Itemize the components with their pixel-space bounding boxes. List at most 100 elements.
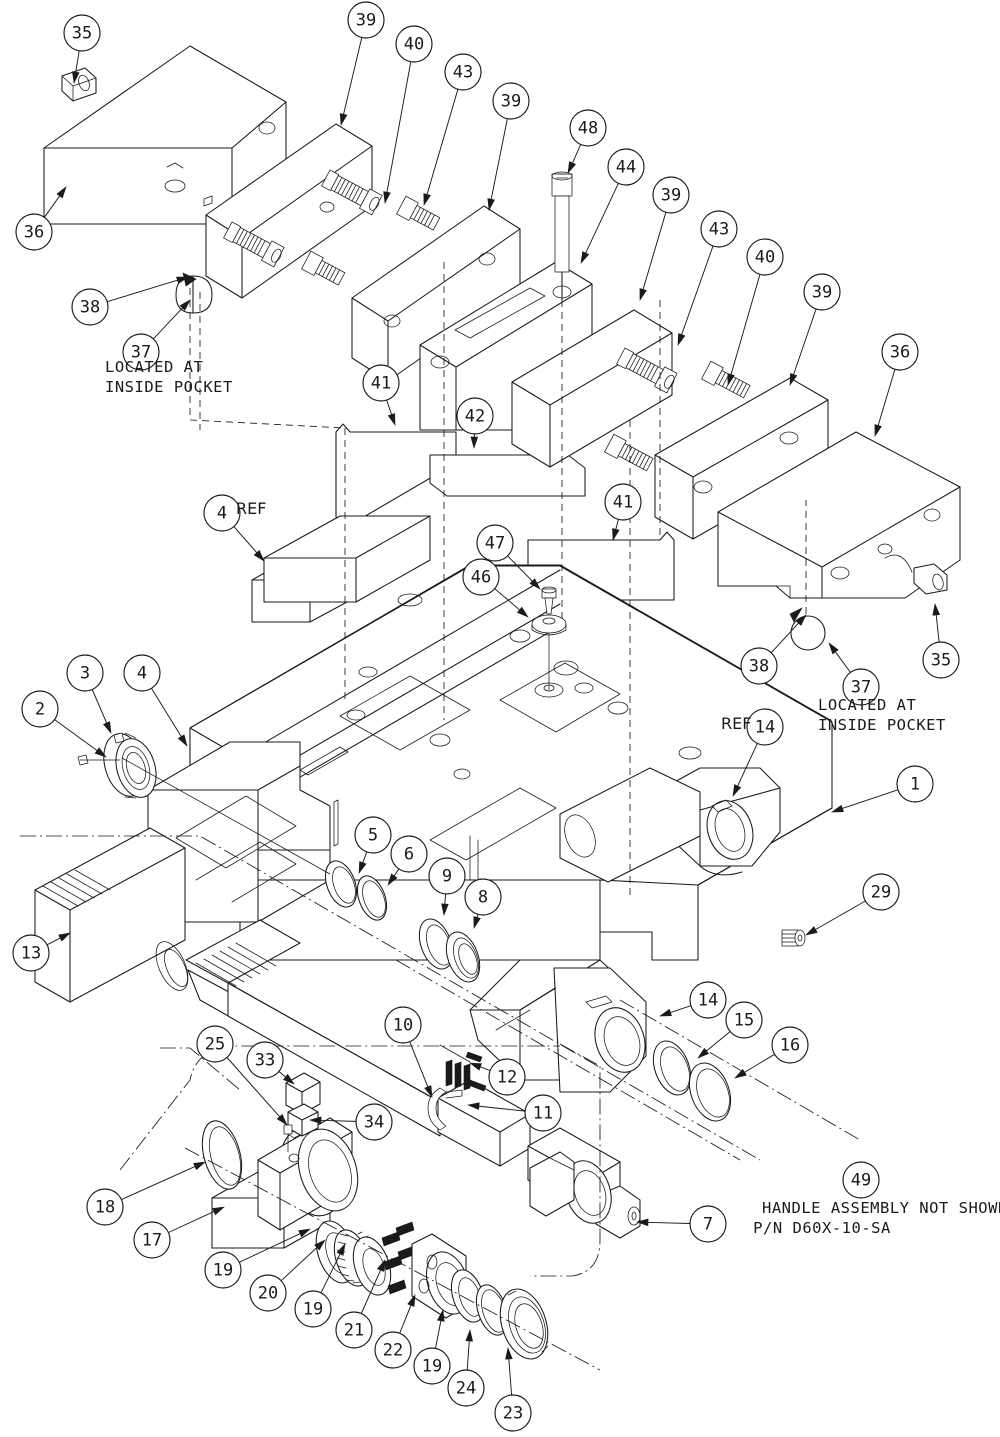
balloon-number: 3	[80, 664, 90, 684]
part-5-ring	[324, 860, 358, 908]
part-29-set-screw	[781, 929, 806, 947]
leader-line	[813, 900, 866, 931]
balloon-item-22[interactable]: 22	[374, 1331, 412, 1369]
leader-line	[386, 399, 393, 417]
balloon-number: 39	[812, 283, 832, 303]
balloon-item-10[interactable]: 10	[384, 1006, 422, 1044]
balloon-item-40[interactable]: 40	[746, 238, 784, 276]
balloon-item-37[interactable]: 37	[122, 333, 160, 371]
part-13-tube	[34, 827, 189, 1003]
balloon-item-17[interactable]: 17	[133, 1221, 171, 1259]
balloon-item-39[interactable]: 39	[803, 273, 841, 311]
balloon-item-37[interactable]: 37	[842, 668, 880, 706]
balloon-item-35[interactable]: 35	[63, 14, 101, 52]
balloon-item-19[interactable]: 19	[413, 1347, 451, 1385]
balloon-circle	[725, 1001, 763, 1039]
leader-arrowhead	[423, 193, 431, 206]
balloon-item-15[interactable]: 15	[725, 1001, 763, 1039]
balloon-number: 6	[404, 845, 414, 865]
leader-line	[466, 1338, 470, 1371]
leader-line	[736, 743, 758, 788]
balloon-item-46[interactable]: 46	[462, 558, 500, 596]
balloon-item-3[interactable]: 3	[66, 654, 104, 692]
balloon-circle	[689, 1205, 727, 1243]
part-18-o-ring	[201, 1120, 243, 1190]
note-37-right-line-1: LOCATED AT	[818, 696, 916, 714]
barrel-section-right	[559, 767, 701, 883]
balloon-number: 33	[255, 1051, 275, 1071]
balloon-circle	[842, 1161, 880, 1199]
balloon-item-6[interactable]: 6	[390, 835, 428, 873]
balloon-item-12[interactable]: 12	[488, 1058, 526, 1096]
leader-line	[645, 1221, 691, 1224]
balloon-item-5[interactable]: 5	[354, 816, 392, 854]
balloon-item-25[interactable]: 25	[196, 1025, 234, 1063]
balloon-circle	[384, 1006, 422, 1044]
balloon-item-40[interactable]: 40	[395, 25, 433, 63]
balloon-item-39[interactable]: 39	[492, 82, 530, 120]
leader-arrowhead	[358, 861, 367, 874]
balloon-item-38[interactable]: 38	[740, 647, 778, 685]
balloon-item-41[interactable]: 41	[362, 364, 400, 402]
balloon-item-36[interactable]: 36	[15, 213, 53, 251]
balloon-item-19[interactable]: 19	[204, 1251, 242, 1289]
leader-line	[426, 89, 459, 197]
balloon-number: 24	[456, 1379, 476, 1399]
balloon-item-43[interactable]: 43	[444, 53, 482, 91]
balloon-item-47[interactable]: 47	[476, 524, 514, 562]
balloon-item-13[interactable]: 13	[12, 934, 50, 972]
leader-line	[239, 1232, 303, 1263]
balloon-item-41[interactable]: 41	[604, 483, 642, 521]
balloon-circle	[803, 273, 841, 311]
balloon-item-9[interactable]: 9	[428, 857, 466, 895]
balloon-item-1[interactable]: 1	[896, 765, 934, 803]
balloon-item-39[interactable]: 39	[652, 176, 690, 214]
balloon-item-34[interactable]: 34	[355, 1103, 393, 1141]
balloon-item-24[interactable]: 24	[447, 1369, 485, 1407]
balloon-item-21[interactable]: 21	[335, 1311, 373, 1349]
leader-arrowhead	[789, 373, 798, 386]
balloon-item-2[interactable]: 2	[21, 690, 59, 728]
leader-arrowhead	[424, 1085, 433, 1098]
balloon-item-16[interactable]: 16	[771, 1026, 809, 1064]
balloon-circle	[881, 333, 919, 371]
balloon-item-44[interactable]: 44	[607, 148, 645, 186]
balloon-item-4[interactable]: 4	[123, 654, 161, 692]
balloon-circle	[492, 82, 530, 120]
balloon-item-42[interactable]: 42	[456, 397, 494, 435]
leader-line	[233, 526, 259, 555]
leader-line	[840, 789, 899, 810]
balloon-item-48[interactable]: 48	[569, 109, 607, 147]
balloon-number: 20	[258, 1284, 278, 1304]
part-40-43-screws-left	[223, 169, 441, 286]
balloon-item-18[interactable]: 18	[86, 1188, 124, 1226]
balloon-item-33[interactable]: 33	[246, 1041, 284, 1079]
balloon-number: 36	[890, 343, 910, 363]
balloon-item-49[interactable]: 49	[842, 1161, 880, 1199]
leader-arrowhead	[470, 436, 479, 450]
balloon-item-20[interactable]: 20	[249, 1274, 287, 1312]
leader-arrowhead	[795, 614, 807, 626]
balloon-item-14[interactable]: 14	[746, 708, 784, 746]
balloon-item-4[interactable]: 4	[203, 494, 241, 532]
balloon-circle	[204, 1251, 242, 1289]
balloon-item-29[interactable]: 29	[862, 873, 900, 911]
leader-line	[833, 650, 851, 673]
balloon-item-39[interactable]: 39	[347, 1, 385, 39]
balloon-number: 13	[21, 944, 41, 964]
balloon-item-36[interactable]: 36	[881, 333, 919, 371]
balloon-item-14[interactable]: 14	[689, 981, 727, 1019]
balloon-item-38[interactable]: 38	[71, 288, 109, 326]
balloon-item-35[interactable]: 35	[922, 641, 960, 679]
balloon-item-8[interactable]: 8	[464, 878, 502, 916]
leader-arrowhead	[56, 186, 67, 199]
balloon-item-23[interactable]: 23	[494, 1394, 532, 1432]
balloon-item-11[interactable]: 11	[524, 1094, 562, 1132]
balloon-item-19[interactable]: 19	[294, 1290, 332, 1328]
balloon-item-43[interactable]: 43	[700, 210, 738, 248]
balloon-item-7[interactable]: 7	[689, 1205, 727, 1243]
leader-line	[121, 1165, 197, 1201]
balloon-number: 22	[383, 1341, 403, 1361]
balloon-number: 39	[356, 11, 376, 31]
part-34-block	[287, 1103, 319, 1137]
